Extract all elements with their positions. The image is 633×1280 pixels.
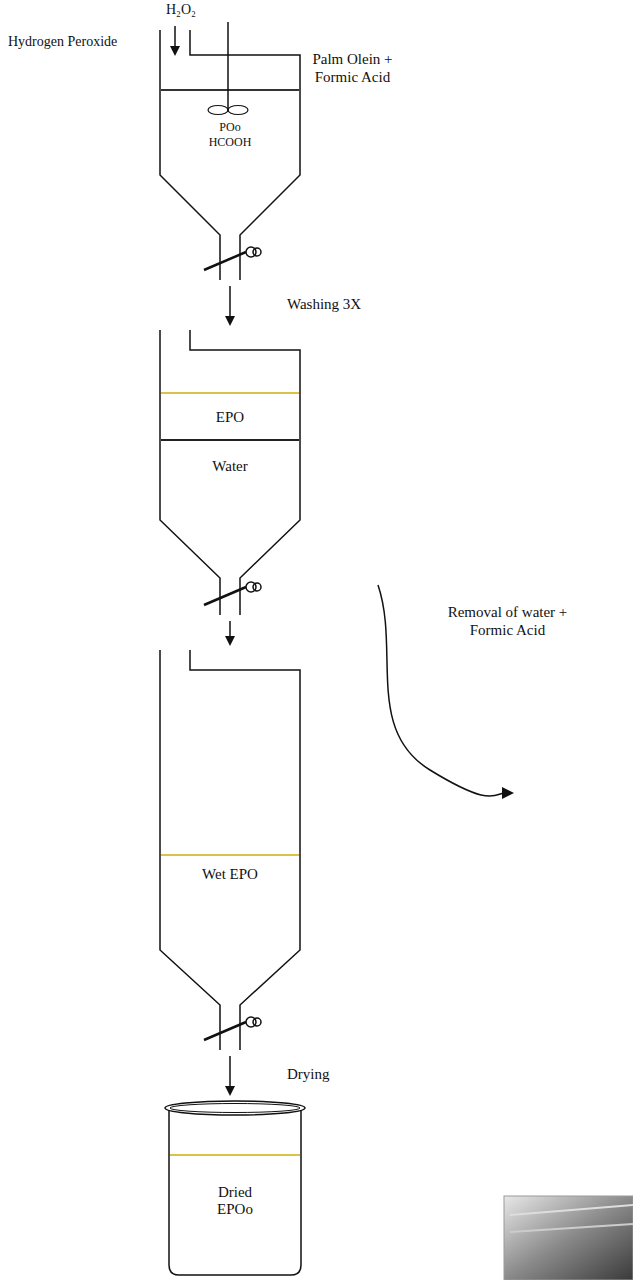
- flow-line: [229, 1056, 231, 1088]
- vessel-shape: [160, 650, 300, 1050]
- photo-fragment: [504, 1196, 633, 1280]
- photo-detail: [510, 1224, 633, 1232]
- annotation: H₂O₂: [166, 2, 226, 19]
- vessel-text: Water: [180, 458, 280, 475]
- impeller: [228, 106, 248, 115]
- annotation: Palm Olein + Formic Acid: [305, 50, 400, 86]
- liquid-level: [161, 89, 299, 91]
- vessel: EPO Water: [160, 330, 300, 615]
- vessel-text: Wet EPO: [200, 866, 260, 883]
- vessel-outline: [160, 330, 300, 615]
- flow-arrow: [225, 1056, 235, 1096]
- arrowhead: [225, 316, 235, 326]
- vessel-outline: [160, 30, 300, 280]
- valve-handle: [204, 252, 246, 270]
- beaker-rim: [165, 1101, 305, 1115]
- valve-handle: [204, 587, 246, 605]
- liquid-level: [170, 1154, 300, 1156]
- beaker-rim: [170, 1104, 300, 1113]
- valve-knob: [253, 583, 261, 591]
- beaker: Dried EPOo: [165, 1100, 305, 1275]
- valve-knob: [253, 1018, 261, 1026]
- valve-knob: [253, 248, 261, 256]
- vessel: POoHCOOH: [160, 30, 300, 280]
- vessel: Wet EPO: [160, 650, 300, 1050]
- valve-handle: [204, 1022, 246, 1040]
- arrowhead: [225, 636, 235, 646]
- removal-arrowhead: [502, 787, 514, 799]
- step-label: Washing 3X: [285, 296, 363, 313]
- photo-detail: [510, 1205, 633, 1215]
- vessel-text: Dried EPOo: [200, 1184, 270, 1219]
- flow-arrow: [225, 621, 235, 646]
- flow-arrow: [225, 286, 235, 326]
- feed-arrowhead: [170, 46, 180, 56]
- flow-line: [229, 621, 231, 638]
- annotation: Hydrogen Peroxide: [8, 34, 148, 51]
- flow-line: [229, 286, 231, 318]
- vessel-text: HCOOH: [185, 136, 275, 150]
- liquid-level: [161, 439, 299, 441]
- liquid-level: [161, 392, 299, 394]
- arrowhead: [225, 1086, 235, 1096]
- annotation: Removal of water + Formic Acid: [440, 603, 575, 639]
- stirrer-shaft: [227, 22, 229, 112]
- vessel-text: EPO: [180, 409, 280, 426]
- vessel-outline: [160, 650, 300, 1050]
- liquid-level: [161, 854, 299, 856]
- vessel-shape: [160, 30, 300, 280]
- beaker-outline: [169, 1110, 301, 1275]
- vessel-text: POo: [190, 121, 270, 135]
- impeller: [208, 106, 228, 115]
- step-label: Drying: [285, 1066, 332, 1083]
